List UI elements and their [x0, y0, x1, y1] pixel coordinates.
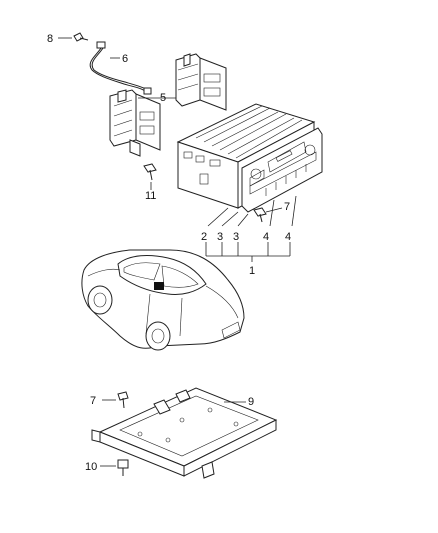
callout-3-left: 3	[217, 231, 223, 243]
callout-7-radio: 7	[284, 201, 290, 213]
part-1-radio	[176, 103, 323, 213]
part-7-screw-radio	[253, 207, 267, 223]
part-9-tray	[91, 387, 278, 479]
radio-leaders	[205, 195, 297, 262]
callout-1: 1	[249, 265, 255, 277]
part-8-screw	[73, 32, 89, 42]
callout-8: 8	[47, 33, 53, 45]
vehicle-location-illustration	[81, 249, 245, 351]
callout-7-tray: 7	[90, 395, 96, 407]
callout-5: 5	[160, 92, 166, 104]
callout-10: 10	[85, 461, 97, 473]
callout-3-right: 3	[233, 231, 239, 243]
part-7-screw-tray	[117, 391, 129, 409]
part-11-screw	[143, 163, 157, 181]
part-6-cable	[89, 41, 152, 95]
callout-9: 9	[248, 396, 254, 408]
callout-2: 2	[201, 231, 207, 243]
radio-location-marker	[154, 282, 164, 290]
part-5-bracket-lower	[109, 89, 161, 157]
part-10-fastener	[117, 459, 129, 476]
callout-4-left: 4	[263, 231, 269, 243]
callout-11: 11	[145, 190, 156, 202]
part-5-bracket-upper	[175, 53, 227, 111]
callout-4-right: 4	[285, 231, 291, 243]
callout-6: 6	[122, 53, 128, 65]
